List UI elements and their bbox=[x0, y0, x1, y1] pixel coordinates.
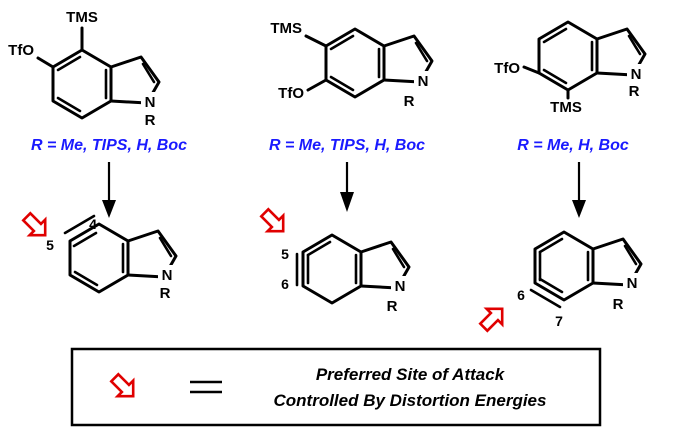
indolyne-5-6: N R 5 6 bbox=[259, 207, 411, 315]
r-groups-2: R = Me, TIPS, H, Boc bbox=[269, 137, 425, 154]
position-7-label: 7 bbox=[555, 313, 563, 329]
reaction-arrows bbox=[102, 162, 586, 218]
r-label: R bbox=[387, 298, 398, 315]
attack-arrow-icon bbox=[259, 207, 285, 233]
r-label: R bbox=[145, 112, 156, 129]
position-6-label: 6 bbox=[281, 276, 289, 292]
position-5-label: 5 bbox=[281, 246, 289, 262]
attack-arrow-icon bbox=[21, 211, 47, 237]
n-label: N bbox=[627, 275, 638, 292]
attack-arrow-icon bbox=[478, 307, 504, 333]
n-label: N bbox=[162, 267, 173, 284]
tms-label: TMS bbox=[270, 20, 302, 37]
tms-label: TMS bbox=[550, 99, 582, 116]
n-label: N bbox=[418, 73, 429, 90]
legend-line-2: Controlled By Distortion Energies bbox=[274, 391, 547, 410]
legend-line-1: Preferred Site of Attack bbox=[316, 365, 506, 384]
otf-label: TfO bbox=[8, 42, 34, 59]
r-groups-1: R = Me, TIPS, H, Boc bbox=[31, 137, 187, 154]
down-arrow-head-icon bbox=[340, 192, 354, 212]
precursor-4-5: TMS TfO N R R = Me, TIPS, H, Boc bbox=[8, 9, 187, 154]
otf-label: TfO bbox=[278, 85, 304, 102]
down-arrow-head-icon bbox=[102, 200, 116, 218]
r-label: R bbox=[160, 285, 171, 302]
n-label: N bbox=[395, 278, 406, 295]
down-arrow-head-icon bbox=[572, 200, 586, 218]
indolyne-4-5: N R 4 5 bbox=[21, 211, 178, 302]
position-6-label: 6 bbox=[517, 287, 525, 303]
position-5-label: 5 bbox=[46, 237, 54, 253]
r-label: R bbox=[404, 93, 415, 110]
precursor-5-6: TMS TfO N R R = Me, TIPS, H, Boc bbox=[269, 20, 434, 154]
precursor-6-7: TfO TMS N R R = Me, H, Boc bbox=[494, 20, 647, 154]
attack-arrow-icon bbox=[109, 372, 135, 398]
r-groups-3: R = Me, H, Boc bbox=[517, 137, 629, 154]
indolyne-6-7: N R 6 7 bbox=[478, 230, 643, 333]
position-4-label: 4 bbox=[89, 216, 97, 232]
r-label: R bbox=[629, 83, 640, 100]
n-label: N bbox=[145, 94, 156, 111]
r-label: R bbox=[613, 296, 624, 313]
otf-label: TfO bbox=[494, 60, 520, 77]
n-label: N bbox=[631, 66, 642, 83]
tms-label: TMS bbox=[66, 9, 98, 26]
legend-box: Preferred Site of Attack Controlled By D… bbox=[70, 347, 602, 427]
